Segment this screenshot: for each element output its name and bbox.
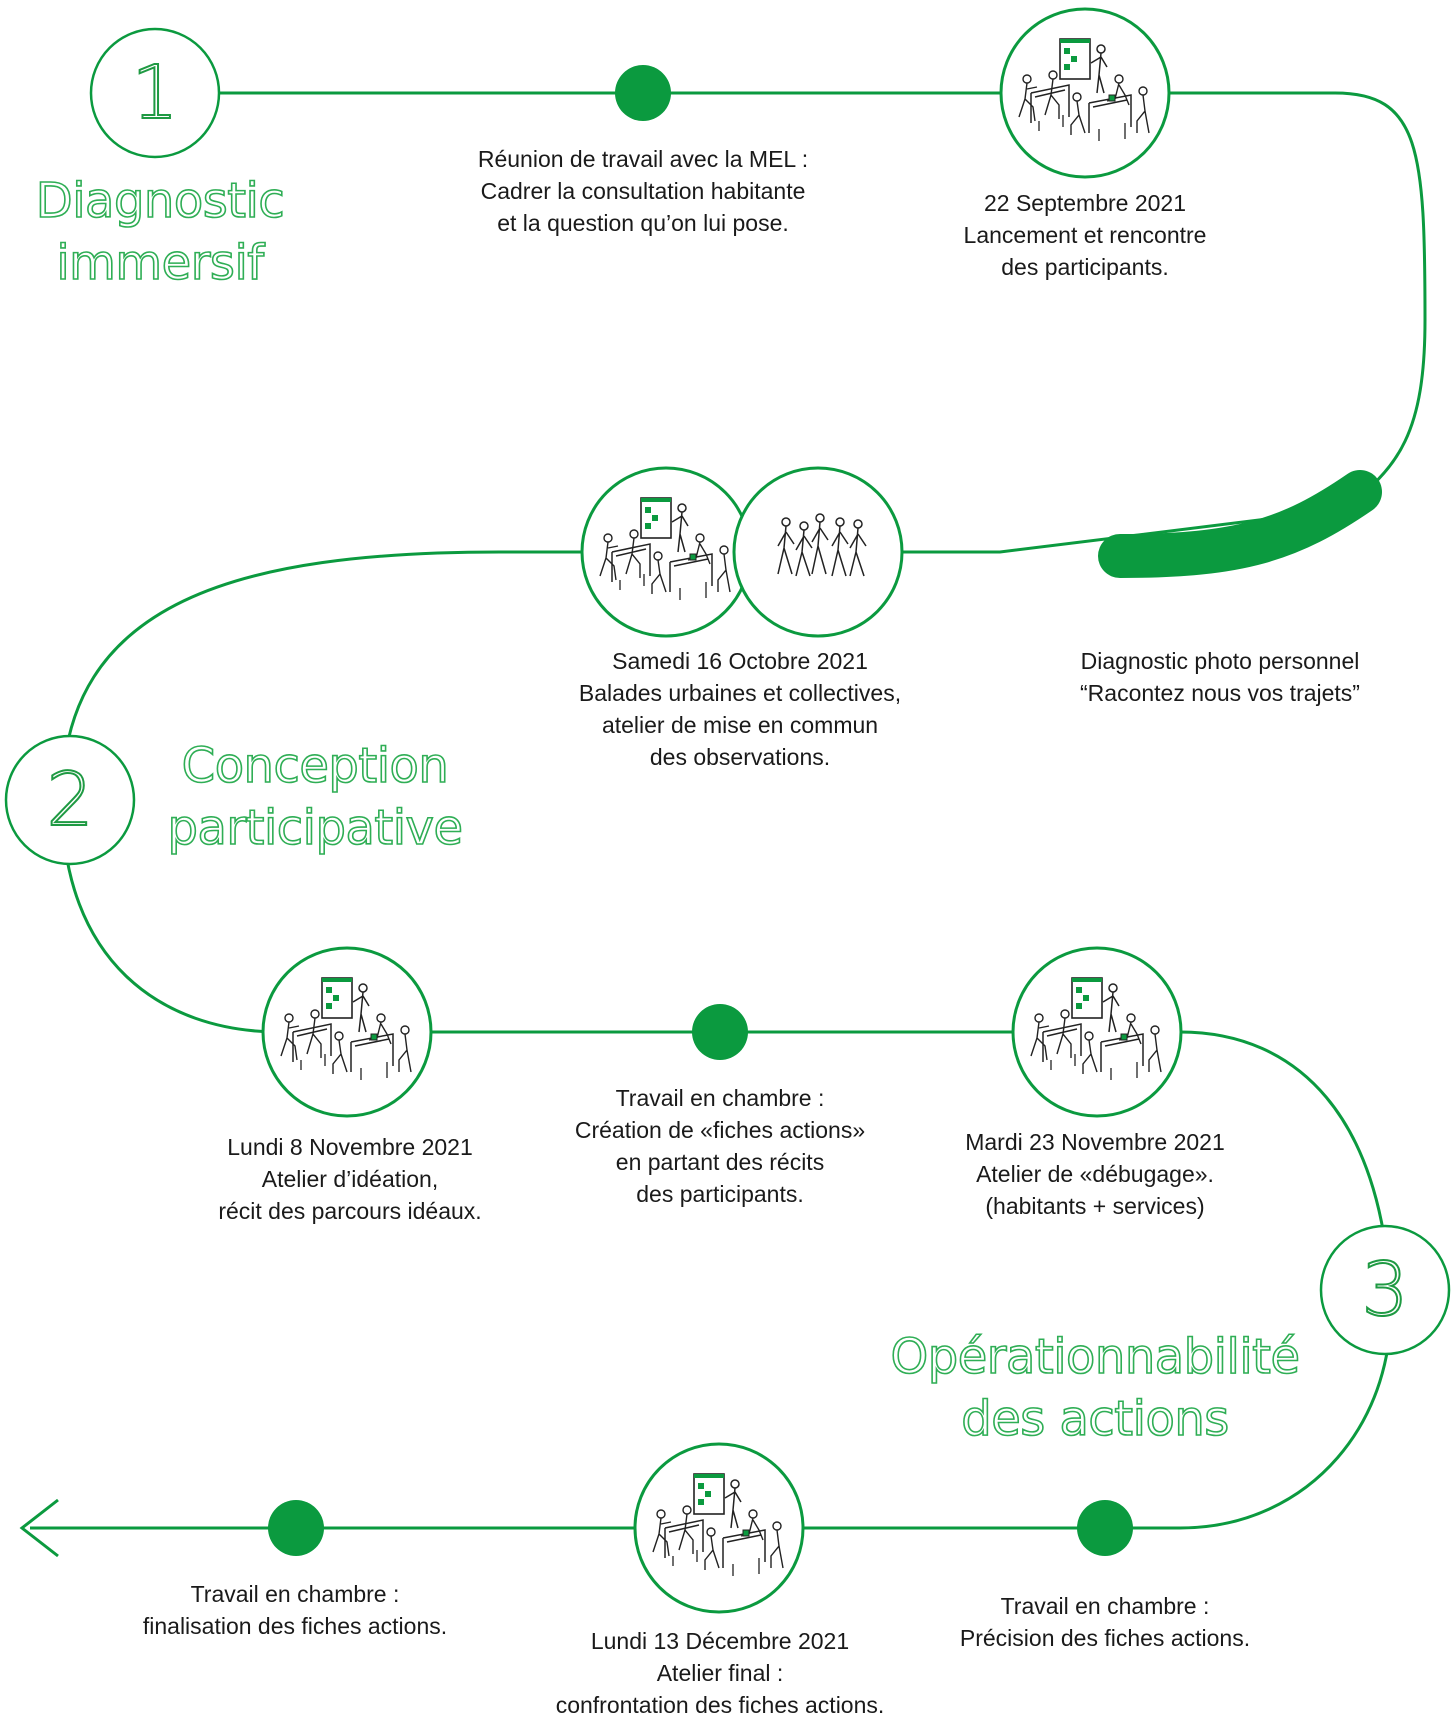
workshop-icon <box>999 7 1171 179</box>
milestone-label: Lundi 13 Décembre 2021 Atelier final : c… <box>555 1628 885 1718</box>
milestone-label: 22 Septembre 2021 Lancement et rencontre… <box>963 190 1207 280</box>
milestone-label: Réunion de travail avec la MEL : Cadrer … <box>477 146 809 236</box>
phase-1-title: Diagnostic immersif <box>35 172 286 292</box>
milestone-label: Travail en chambre : Création de «fiches… <box>574 1085 866 1207</box>
phase-2-number: 2 <box>45 757 94 843</box>
arrow-left-icon <box>19 1498 59 1558</box>
milestone-dot <box>268 1500 324 1556</box>
milestone-label: Samedi 16 Octobre 2021 Balades urbaines … <box>578 648 902 770</box>
milestone-label: Travail en chambre : finalisation des fi… <box>142 1581 448 1639</box>
phase-1-number: 1 <box>130 50 179 136</box>
phase-2-circle <box>4 734 136 866</box>
milestone-dot <box>1077 1500 1133 1556</box>
phase-2-title: Conception participative <box>167 737 464 857</box>
phase-3-number: 3 <box>1360 1247 1409 1333</box>
milestone-label: Lundi 8 Novembre 2021 Atelier d’idéation… <box>218 1134 482 1224</box>
phase-1-circle <box>89 27 221 159</box>
photo-diagnostic-segment <box>1098 470 1382 578</box>
milestone-label: Diagnostic photo personnel “Racontez nou… <box>1080 648 1360 706</box>
workshop-icon <box>633 1442 805 1614</box>
walking-people-icon <box>732 466 904 638</box>
phase-3-circle <box>1319 1224 1451 1356</box>
milestone-label: Travail en chambre : Précision des fiche… <box>959 1593 1251 1651</box>
workshop-icon <box>1011 946 1183 1118</box>
milestone-dot <box>615 65 671 121</box>
workshop-icon <box>580 466 752 638</box>
milestone-dot <box>692 1004 748 1060</box>
phase-3-title: Opérationnabilité des actions <box>890 1328 1301 1448</box>
milestone-label: Mardi 23 Novembre 2021 Atelier de «débug… <box>965 1129 1225 1219</box>
workshop-icon <box>261 946 433 1118</box>
